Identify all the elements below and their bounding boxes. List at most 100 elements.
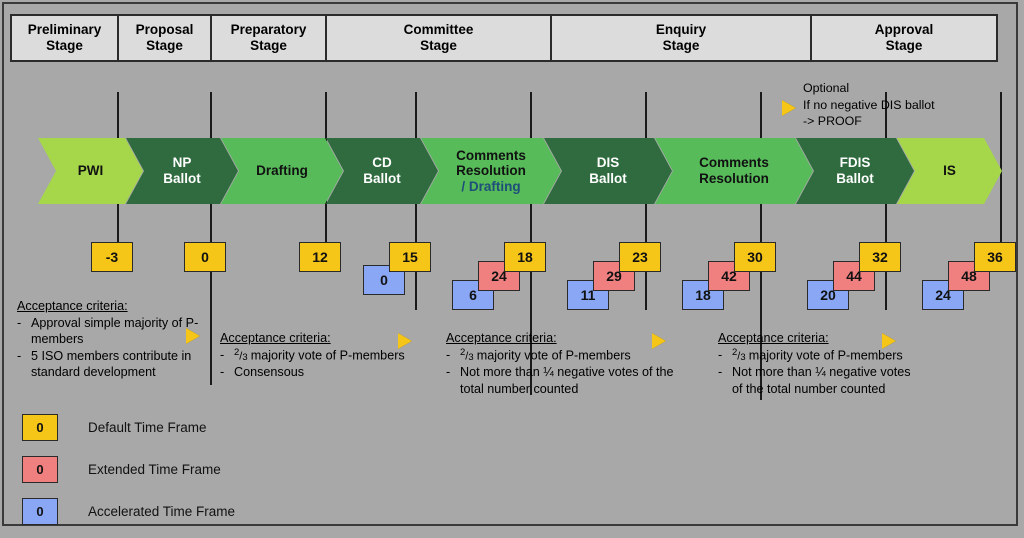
- phase-label-line1: FDIS: [839, 155, 871, 171]
- criteria-text: Not more than ¼ negative votes of the to…: [732, 365, 911, 396]
- criteria-text: Not more than ¼ negative votes of the to…: [460, 365, 674, 396]
- legend-row-extended: 0 Extended Time Frame: [22, 454, 235, 484]
- phase-label-line2: Ballot: [836, 171, 874, 186]
- timeline-line-8: [1000, 92, 1002, 258]
- phase-label-line2: Ballot: [163, 171, 201, 186]
- stage-header-line1: Proposal: [135, 22, 194, 38]
- fraction-two-thirds: 2/3: [460, 346, 474, 363]
- criteria-flag-icon-fdis: [882, 333, 896, 349]
- legend-swatch-default: 0: [22, 413, 58, 441]
- phase-chevron-drafting[interactable]: Drafting: [221, 138, 343, 204]
- criteria-bullet: -: [446, 347, 451, 362]
- criteria-header: Acceptance criteria:: [718, 331, 829, 345]
- phase-label-line1: IS: [943, 163, 956, 179]
- criteria-item: -2/3 majority vote of P-members: [220, 347, 435, 365]
- optional-flag-icon: [782, 100, 796, 116]
- fraction-two-thirds: 2/3: [732, 346, 746, 363]
- phase-label-line1: Comments: [699, 155, 769, 171]
- criteria-text: Approval simple majority of P-members: [31, 315, 199, 347]
- legend-label-default: Default Time Frame: [88, 419, 207, 435]
- criteria-block-fdis: Acceptance criteria: -2/3 majority vote o…: [718, 330, 918, 397]
- criteria-text: 2/3 majority vote of P-members: [234, 346, 405, 363]
- criteria-bullet: -: [446, 365, 451, 380]
- timeline-line-1: [210, 92, 212, 385]
- criteria-header: Acceptance criteria:: [17, 299, 128, 313]
- criteria-list: -Approval simple majority of P-members-5…: [17, 315, 212, 381]
- criteria-item: -5 ISO members contribute in standard de…: [17, 348, 212, 381]
- stage-header-line2: Stage: [420, 38, 457, 53]
- stage-header-line1: Enquiry: [655, 22, 707, 38]
- stage-header-line1: Committee: [403, 22, 474, 38]
- phase-label-line2: Ballot: [589, 171, 627, 186]
- legend-swatch-extended: 0: [22, 455, 58, 483]
- phase-label-line2: Resolution: [456, 163, 526, 179]
- criteria-bullet: -: [718, 347, 723, 362]
- stage-header-line2: Stage: [885, 38, 923, 53]
- criteria-block-cd: Acceptance criteria: -2/3 majority vote o…: [220, 330, 435, 381]
- phase-label-sub: / Drafting: [461, 178, 521, 194]
- legend-swatch-accelerated: 0: [22, 497, 58, 525]
- criteria-flag-icon-dis: [652, 333, 666, 349]
- legend-label-extended: Extended Time Frame: [88, 461, 221, 477]
- criteria-item: -Not more than ¼ negative votes of the t…: [446, 364, 686, 397]
- legend-row-default: 0 Default Time Frame: [22, 412, 235, 442]
- badge-default-comments-res: 18: [504, 242, 546, 272]
- badge-default-pwi-start: -3: [91, 242, 133, 272]
- criteria-list: -2/3 majority vote of P-members-Not more…: [446, 347, 686, 398]
- phase-label: PWI: [74, 163, 108, 179]
- criteria-flag-icon-cd: [398, 333, 412, 349]
- optional-note-line2: If no negative DIS ballot: [803, 97, 935, 112]
- criteria-item: -Approval simple majority of P-members: [17, 315, 212, 348]
- stage-header-line2: Stage: [662, 38, 700, 53]
- criteria-text: Consensous: [234, 365, 305, 380]
- criteria-text: 2/3 majority vote of P-members: [460, 346, 631, 363]
- criteria-text: 5 ISO members contribute in standard dev…: [31, 348, 192, 380]
- phase-label-line2: Resolution: [699, 171, 769, 186]
- phase-label-line1: DIS: [596, 155, 620, 171]
- criteria-list: -2/3 majority vote of P-members-Consenso…: [220, 347, 435, 381]
- stage-header-line2: Stage: [46, 38, 83, 53]
- criteria-bullet: -: [17, 348, 22, 363]
- criteria-text: 2/3 majority vote of P-members: [732, 346, 903, 363]
- criteria-flag-icon-proposal: [186, 328, 200, 344]
- badge-default-dis-ballot: 23: [619, 242, 661, 272]
- stage-header-line2: Stage: [250, 38, 287, 53]
- phase-label: Drafting: [252, 163, 312, 179]
- criteria-item: -2/3 majority vote of P-members: [446, 347, 686, 365]
- phase-label-line1: Drafting: [256, 163, 308, 179]
- criteria-bullet: -: [220, 347, 225, 362]
- badge-accelerated-comments-res2: 18: [682, 280, 724, 310]
- badge-default-drafting: 12: [299, 242, 341, 272]
- stage-header-line2: Stage: [146, 38, 183, 53]
- badge-default-fdis-ballot: 32: [859, 242, 901, 272]
- criteria-header: Acceptance criteria:: [220, 331, 331, 345]
- optional-note-line1: Optional: [803, 81, 850, 95]
- phase-chevron-pwi[interactable]: PWI: [38, 138, 143, 204]
- stage-header-line1: Preparatory: [230, 22, 307, 38]
- criteria-item: -Consensous: [220, 364, 435, 381]
- badge-default-cd-ballot: 15: [389, 242, 431, 272]
- criteria-item: -Not more than ¼ negative votes of the t…: [718, 364, 918, 397]
- fraction-two-thirds: 2/3: [234, 346, 248, 363]
- criteria-bullet: -: [17, 315, 22, 330]
- criteria-item: -2/3 majority vote of P-members: [718, 347, 918, 365]
- criteria-block-dis: Acceptance criteria:-2/3 majority vote o…: [446, 330, 686, 397]
